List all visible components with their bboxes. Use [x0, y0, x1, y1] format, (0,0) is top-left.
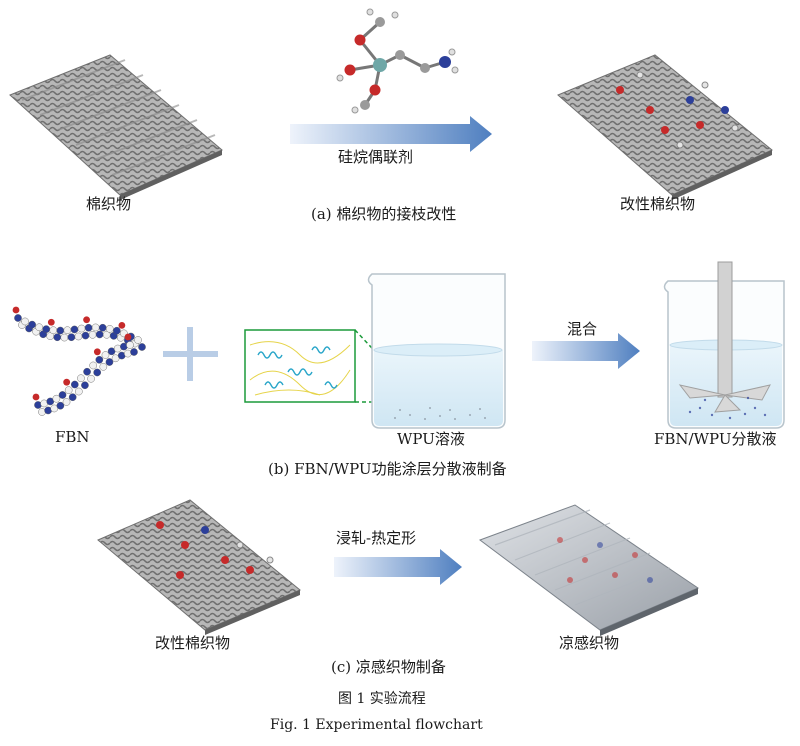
caption-c: (c) 凉感织物制备 [331, 658, 446, 676]
cool-fabric-label: 凉感织物 [559, 634, 620, 652]
caption-b: (b) FBN/WPU功能涂层分散液制备 [268, 460, 507, 478]
caption-a: (a) 棉织物的接枝改性 [311, 205, 457, 223]
silane-agent-label: 硅烷偶联剂 [338, 148, 414, 166]
grafted-molecules-c [156, 521, 274, 579]
silane-coupling-agent-molecule [336, 8, 459, 114]
fbn-top-chain [12, 306, 146, 351]
arrow-c [334, 549, 462, 585]
padding-curing-label: 浸轧-热定形 [336, 529, 417, 547]
plain-cotton-fabric [9, 54, 223, 200]
arrow-b [532, 333, 640, 369]
wpu-zoom-box [244, 329, 420, 408]
mixing-beaker [663, 261, 785, 429]
fbn-bottom-chain [32, 333, 138, 416]
figure-title-en: Fig. 1 Experimental flowchart [270, 717, 483, 733]
stirrer-blades [678, 384, 771, 413]
plus-sign [163, 327, 218, 381]
figure-title-cn: 图 1 实验流程 [338, 691, 426, 707]
mixing-label: 混合 [567, 320, 598, 338]
dispersion-label: FBN/WPU分散液 [654, 430, 777, 448]
fbn-label: FBN [55, 428, 90, 446]
wpu-beaker [367, 273, 506, 429]
modified-cotton-fabric-a [557, 54, 773, 200]
grafted-molecules-a [616, 71, 739, 149]
wpu-solution-label: WPU溶液 [397, 430, 465, 448]
cool-feeling-fabric [478, 504, 700, 636]
modified-cotton-fabric-c [97, 499, 301, 635]
arrow-a [290, 116, 492, 152]
modified-fabric-label-a: 改性棉织物 [620, 195, 696, 213]
plain-fabric-label: 棉织物 [86, 195, 132, 213]
modified-fabric-label-c: 改性棉织物 [155, 634, 231, 652]
